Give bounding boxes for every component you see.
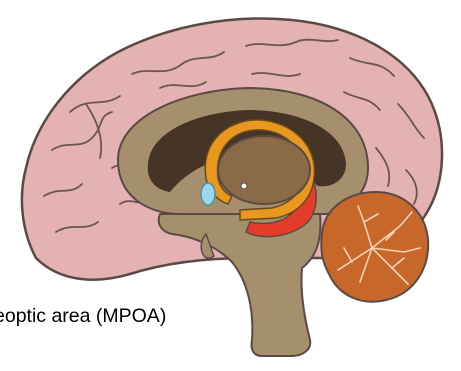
mpoa-region xyxy=(201,183,215,205)
thalamus xyxy=(218,136,310,204)
mpoa-label: eoptic area (MPOA) xyxy=(0,307,166,327)
brainstem xyxy=(159,214,321,356)
white-dot xyxy=(241,183,247,189)
